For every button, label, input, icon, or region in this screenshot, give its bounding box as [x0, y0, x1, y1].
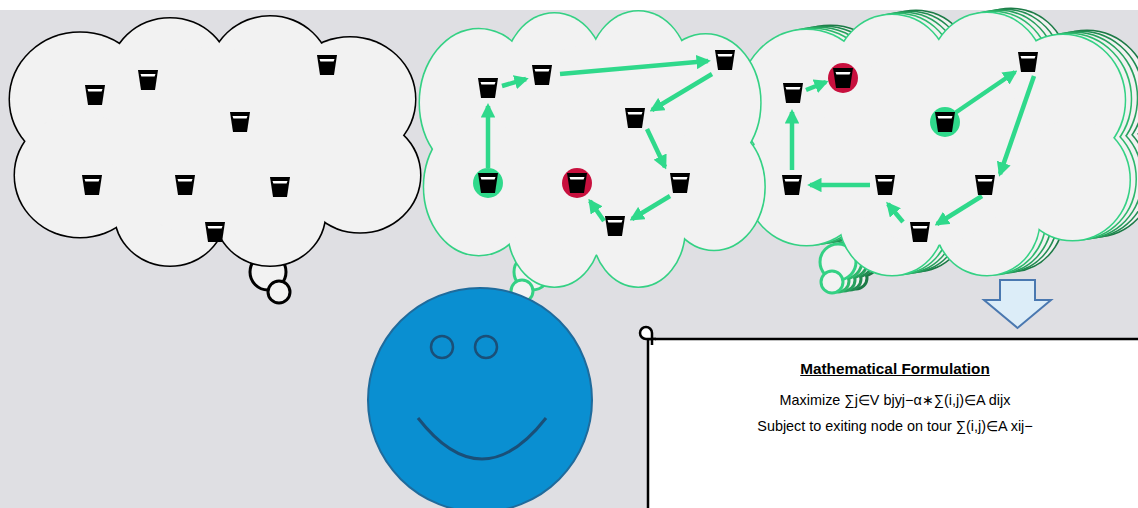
constraint-line: Subject to exiting node on tour ∑(i,j)∈A… [652, 413, 1138, 439]
formulation-box: Mathematical FormulationMaximize ∑j∈V bj… [652, 360, 1138, 439]
scroll-heading: Mathematical Formulation [652, 360, 1138, 378]
formulation-scroll [640, 327, 1138, 508]
empty-thought-cloud [10, 17, 420, 303]
objective-line: Maximize ∑j∈V bjyj−α∗∑(i,j)∈A dijx [652, 387, 1138, 413]
tour-two [782, 52, 1038, 242]
skipped-marker [828, 63, 858, 93]
tour-one [473, 50, 735, 236]
start-marker [473, 168, 503, 198]
tour-thought-cloud [420, 11, 764, 302]
top-band [0, 0, 1138, 10]
stacked-thought-clouds [740, 9, 1138, 293]
smiley-face [368, 288, 592, 508]
cup-icons [82, 55, 337, 242]
skipped-marker [562, 168, 592, 198]
down-arrow [984, 280, 1051, 328]
